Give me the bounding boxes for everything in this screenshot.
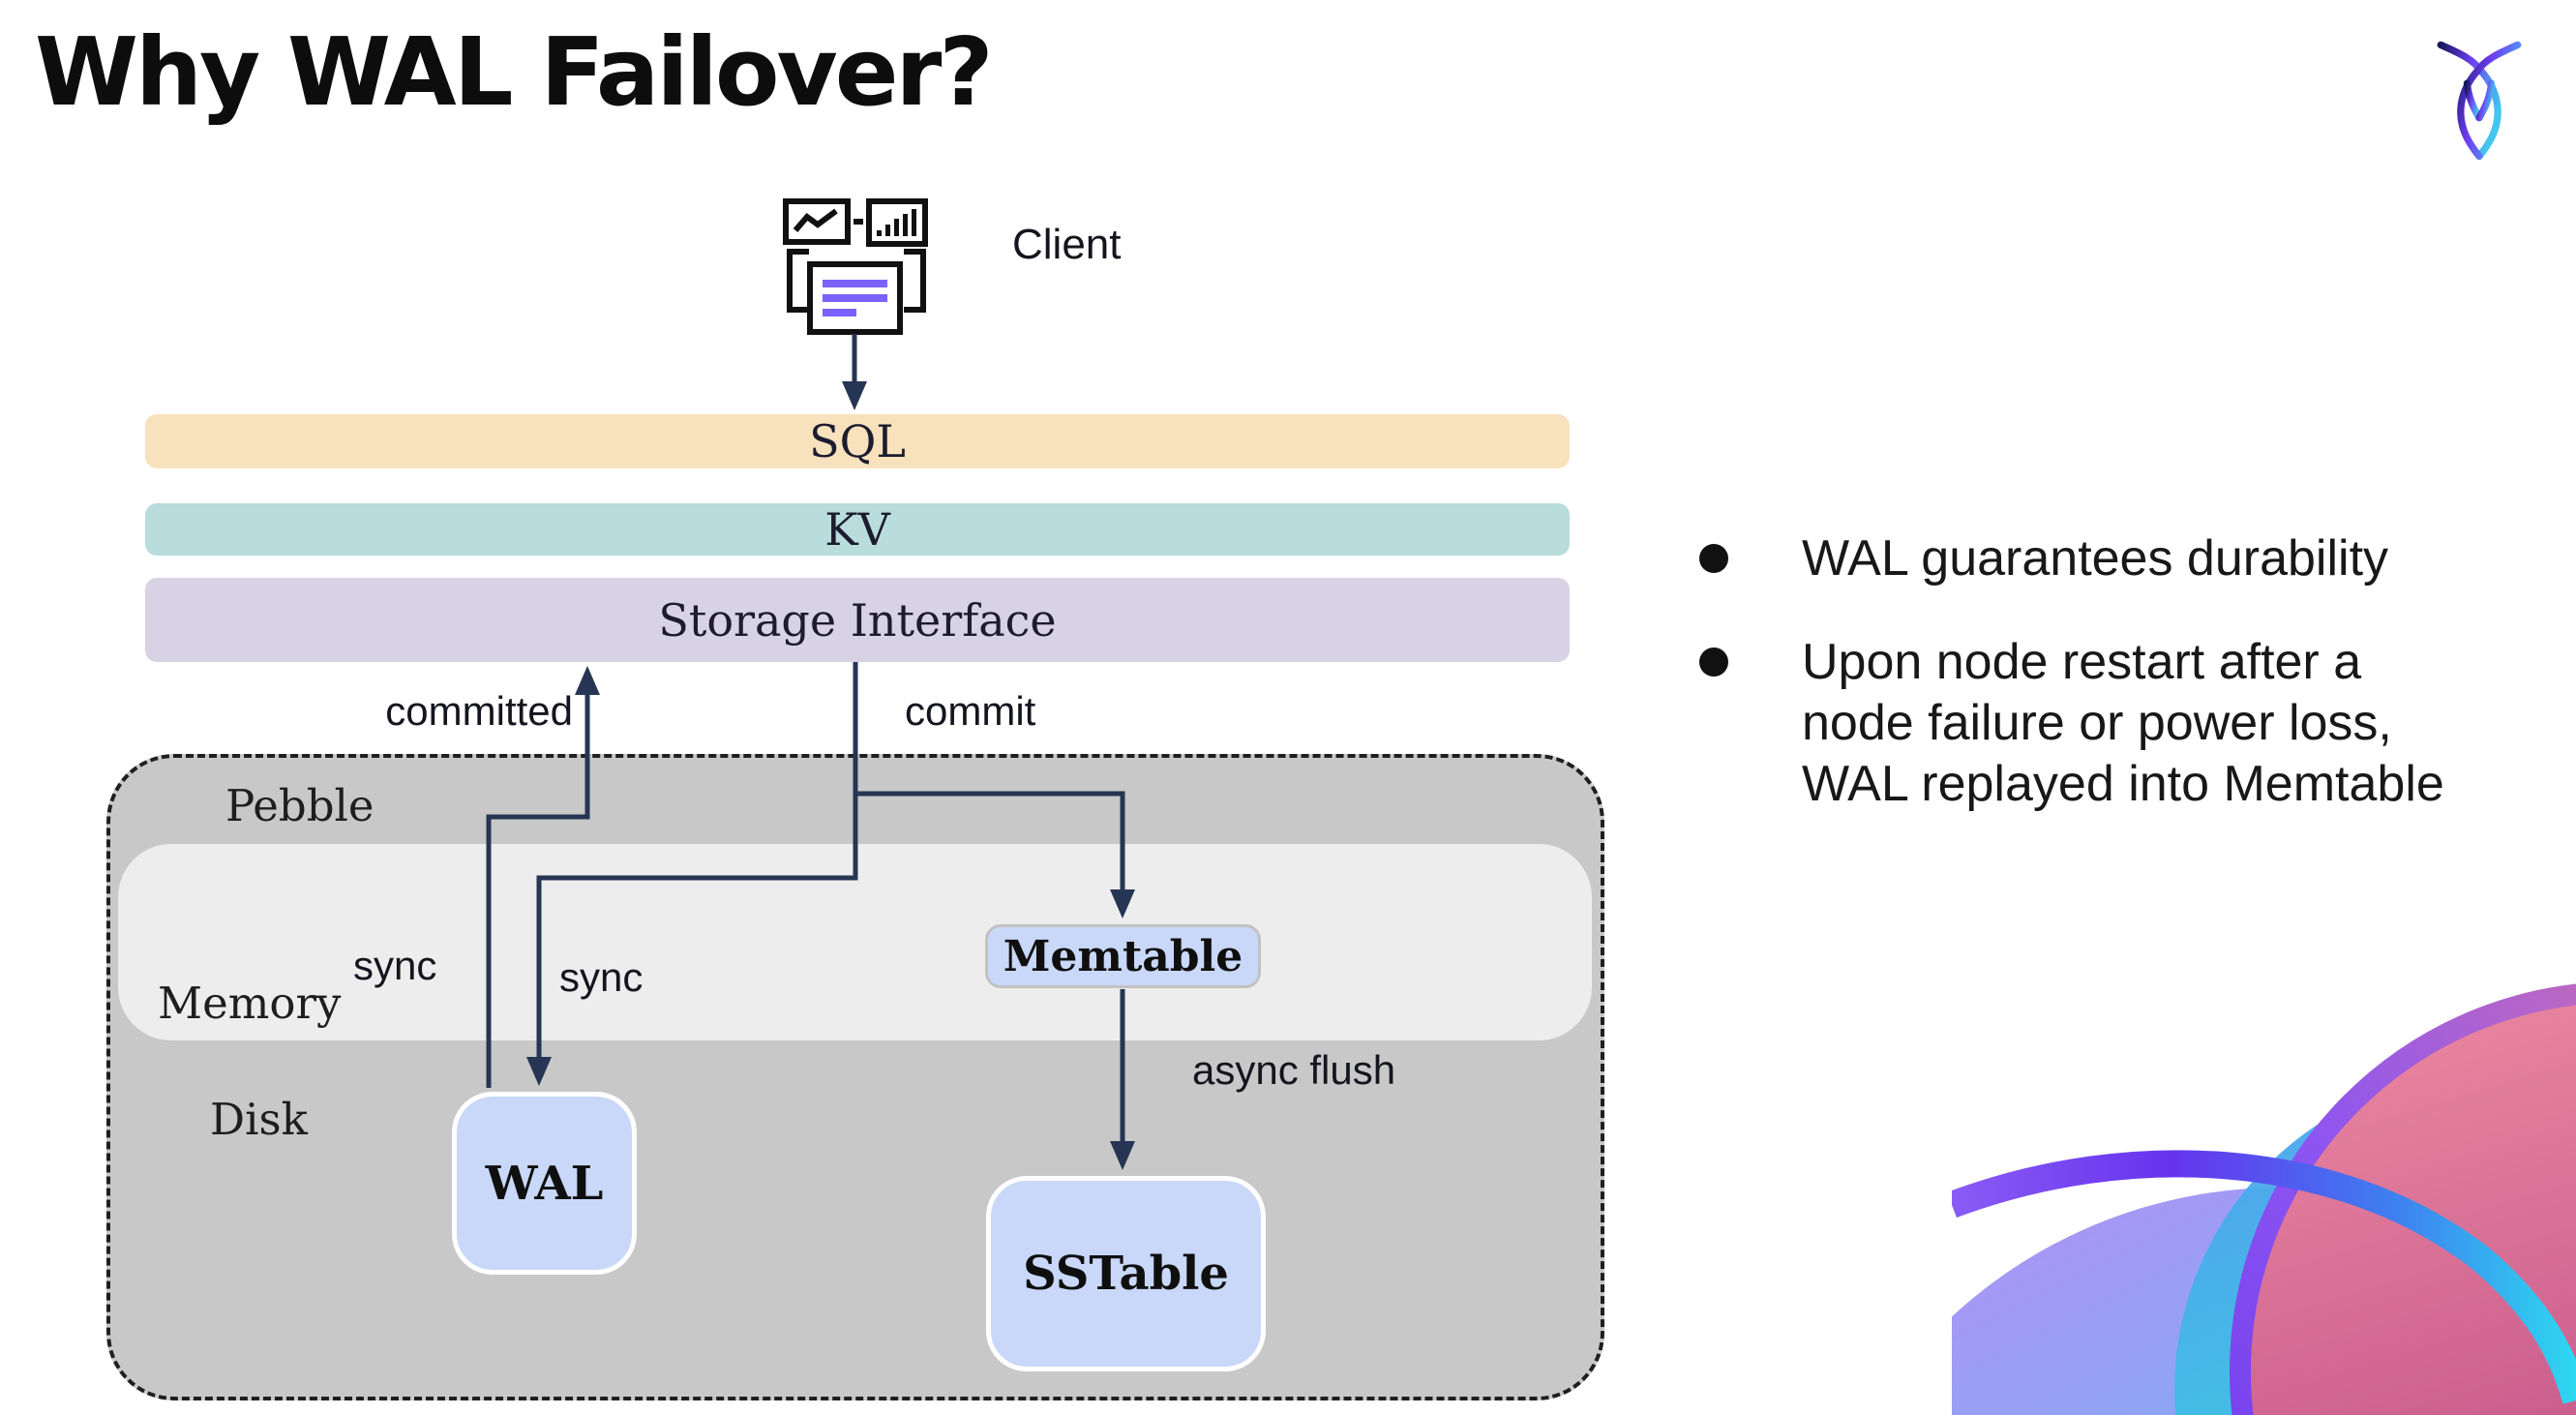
bullet-text: Upon node restart after a node failure o… bbox=[1802, 634, 2444, 812]
memtable-label: Memtable bbox=[1003, 931, 1243, 981]
list-item: WAL guarantees durability bbox=[1699, 528, 2551, 589]
sstable-label: SSTable bbox=[1023, 1247, 1229, 1301]
sync-up-edge-label: sync bbox=[353, 943, 437, 988]
wal-label: WAL bbox=[485, 1156, 604, 1211]
arrowhead-storage bbox=[575, 666, 600, 695]
list-item: Upon node restart after a node failure o… bbox=[1699, 632, 2551, 815]
bullet-dot-icon bbox=[1699, 544, 1728, 573]
bullet-dot-icon bbox=[1699, 647, 1728, 677]
committed-edge-label: committed bbox=[385, 688, 573, 734]
kv-layer-bar: KV bbox=[145, 503, 1570, 556]
commit-edge-label: commit bbox=[905, 688, 1036, 734]
memory-label: Memory bbox=[158, 978, 342, 1029]
memtable-node: Memtable bbox=[985, 924, 1261, 988]
cockroachdb-logo-icon bbox=[2437, 41, 2522, 161]
brand-art-decoration bbox=[1952, 983, 2576, 1415]
arrowhead-sql bbox=[842, 381, 867, 410]
client-icon bbox=[783, 198, 928, 335]
wal-node: WAL bbox=[452, 1092, 637, 1275]
disk-label: Disk bbox=[210, 1094, 308, 1145]
sql-layer-label: SQL bbox=[809, 415, 906, 467]
pebble-label: Pebble bbox=[225, 780, 374, 831]
bullet-text: WAL guarantees durability bbox=[1802, 530, 2389, 587]
sstable-node: SSTable bbox=[986, 1176, 1266, 1371]
kv-layer-label: KV bbox=[824, 503, 890, 556]
sync-down-edge-label: sync bbox=[559, 954, 644, 1000]
storage-interface-label: Storage Interface bbox=[658, 593, 1057, 647]
page-title: Why WAL Failover? bbox=[35, 17, 994, 127]
client-label: Client bbox=[1012, 221, 1122, 268]
storage-interface-bar: Storage Interface bbox=[145, 578, 1570, 662]
sql-layer-bar: SQL bbox=[145, 414, 1570, 468]
async-flush-edge-label: async flush bbox=[1192, 1047, 1396, 1093]
bullet-list: WAL guarantees durability Upon node rest… bbox=[1699, 528, 2551, 858]
